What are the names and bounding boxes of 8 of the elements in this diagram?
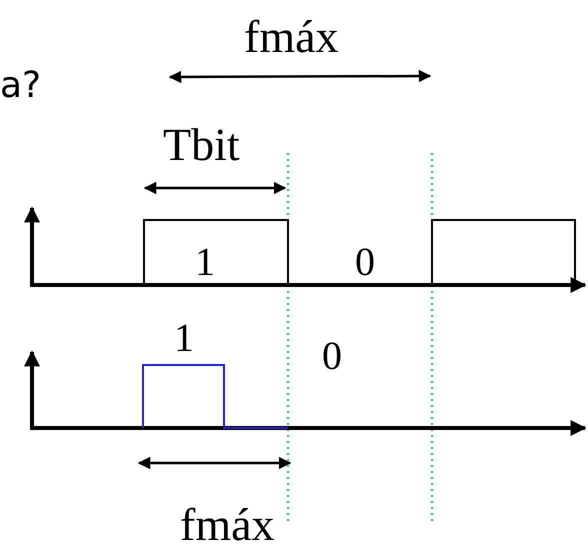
question-text: a? xyxy=(0,68,42,104)
bit-value: 0 xyxy=(322,336,342,376)
bit-value: 1 xyxy=(195,242,215,282)
bit-value: 0 xyxy=(355,242,375,282)
bit-value: 1 xyxy=(174,318,194,358)
frequency-label: fmáx xyxy=(244,14,339,60)
period-label: Tbit xyxy=(163,122,240,168)
frequency-label: fmáx xyxy=(180,502,275,548)
